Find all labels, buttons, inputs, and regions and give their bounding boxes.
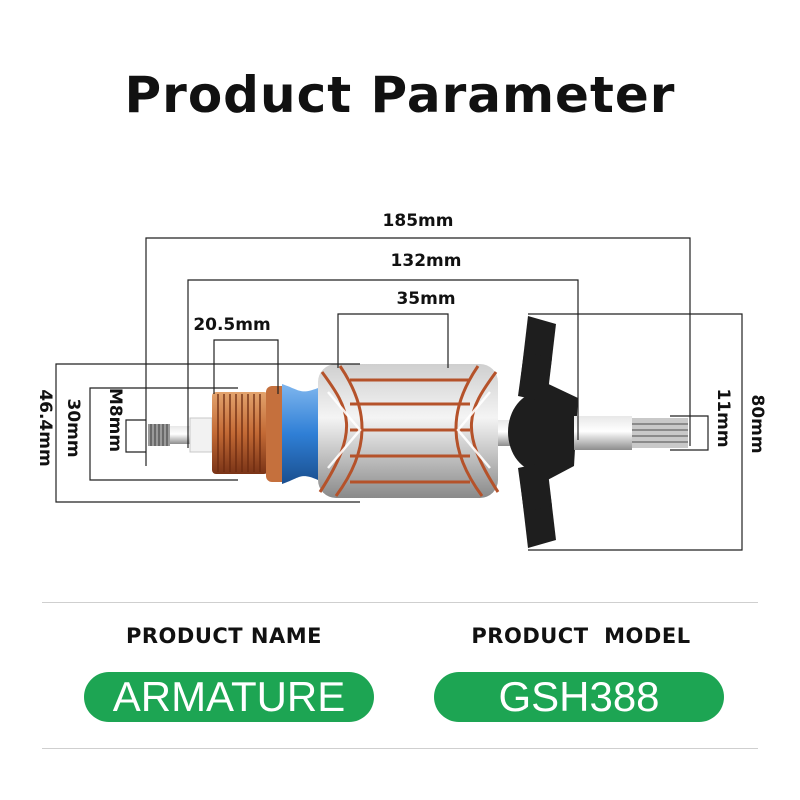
dim-shaft-length: 132mm bbox=[391, 251, 462, 271]
fan bbox=[508, 316, 578, 548]
dim-overall-length: 185mm bbox=[383, 211, 454, 231]
dim-thread: M8mm bbox=[105, 388, 125, 452]
divider-top bbox=[42, 602, 758, 603]
dimension-lines bbox=[55, 237, 743, 551]
dim-fan-diameter: 80mm bbox=[747, 394, 767, 453]
dim-gear-diameter: 11mm bbox=[713, 388, 733, 447]
armature-diagram: 185mm 132mm 35mm 20.5mm 46.4mm 30mm M8mm… bbox=[35, 211, 767, 551]
copper-winding bbox=[318, 365, 500, 497]
output-shaft bbox=[574, 416, 632, 450]
armature-image bbox=[148, 316, 688, 548]
product-name-badge: ARMATURE bbox=[84, 672, 374, 722]
product-name-label: PRODUCT NAME bbox=[125, 624, 322, 648]
dim-commutator-diameter: 30mm bbox=[63, 398, 83, 457]
dimension-labels: 185mm 132mm 35mm 20.5mm 46.4mm 30mm M8mm… bbox=[35, 211, 767, 467]
dim-commutator-length: 20.5mm bbox=[193, 315, 270, 335]
divider-bottom bbox=[42, 748, 758, 749]
product-model-badge: GSH388 bbox=[434, 672, 724, 722]
page-title: Product Parameter bbox=[124, 66, 676, 124]
insulation bbox=[282, 384, 318, 484]
product-model-label: PRODUCT MODEL bbox=[471, 624, 691, 648]
gear bbox=[632, 418, 688, 448]
dim-core-length: 35mm bbox=[396, 289, 455, 309]
dim-core-diameter: 46.4mm bbox=[35, 389, 55, 466]
